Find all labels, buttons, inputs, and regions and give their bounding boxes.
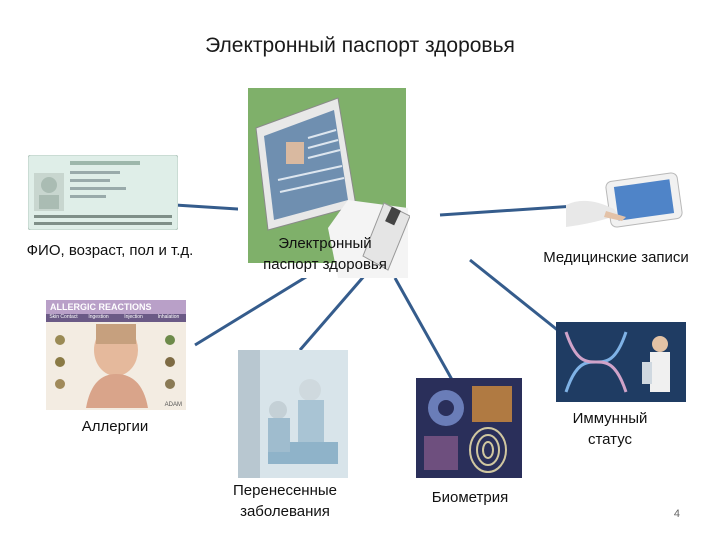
biometry-label: Биометрия: [400, 487, 540, 508]
surgery-image: [238, 350, 348, 478]
allergy-label: Аллергии: [50, 416, 180, 437]
connector-diseases: [300, 275, 365, 350]
immune-status-image: [556, 322, 686, 402]
diseases-label: Перенесенные заболевания: [205, 480, 365, 522]
connector-immune: [470, 260, 570, 340]
personal-label: ФИО, возраст, пол и т.д.: [10, 240, 210, 261]
allergy-tab: Skin Contact: [46, 314, 81, 322]
page-number: 4: [674, 508, 680, 520]
allergy-chart-heading: ALLERGIC REACTIONS: [46, 300, 186, 314]
immune-label-line1: Иммунный: [550, 408, 670, 429]
biometry-image: [416, 378, 522, 478]
allergy-tabs: Skin Contact Ingestion Injection Inhalat…: [46, 314, 186, 322]
immune-label: Иммунный статус: [550, 408, 670, 450]
center-label-line1: Электронный: [235, 233, 415, 254]
allergy-tab: Injection: [116, 314, 151, 322]
immune-label-line2: статус: [550, 429, 670, 450]
id-card-image: [28, 155, 178, 230]
diseases-label-line2: заболевания: [205, 501, 365, 522]
allergy-tab: Inhalation: [151, 314, 186, 322]
adam-logo: ADAM: [165, 402, 182, 408]
tablet-records-image: [566, 165, 686, 240]
diseases-label-line1: Перенесенные: [205, 480, 365, 501]
connector-biometry: [395, 278, 455, 385]
records-label: Медицинские записи: [526, 247, 706, 268]
allergy-tab: Ingestion: [81, 314, 116, 322]
center-label: Электронный паспорт здоровья: [235, 233, 415, 275]
allergy-chart-image: ALLERGIC REACTIONS Skin Contact Ingestio…: [46, 300, 186, 410]
center-label-line2: паспорт здоровья: [235, 254, 415, 275]
